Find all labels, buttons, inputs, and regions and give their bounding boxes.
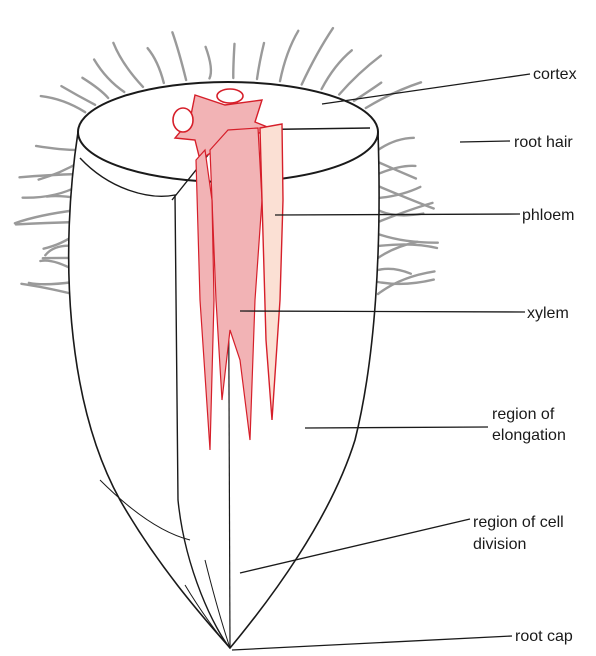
- root-hair-strand: [16, 222, 77, 224]
- phloem-ring-left: [173, 108, 193, 132]
- label-cortex: cortex: [533, 66, 577, 83]
- root-hair-strand: [378, 269, 411, 274]
- label-cell-division-2: division: [473, 536, 526, 553]
- root-hair-strand: [378, 234, 438, 243]
- root-hair-strand: [206, 47, 211, 79]
- root-hair-strand: [233, 44, 234, 78]
- label-root-cap: root cap: [515, 628, 573, 645]
- phloem-ring-top: [217, 89, 243, 103]
- root-hair-strand: [280, 31, 298, 81]
- root-hair-strand: [113, 43, 143, 87]
- root-hair-strand: [378, 280, 434, 284]
- root-hair-strand: [378, 162, 416, 179]
- root-hair-strand: [339, 56, 381, 95]
- root-hair-strand: [172, 32, 186, 80]
- label-elongation-2: elongation: [492, 427, 566, 444]
- label-xylem: xylem: [527, 305, 569, 322]
- root-hair-strand: [41, 96, 85, 112]
- label-elongation-1: region of: [492, 406, 555, 423]
- root-hair-strand: [29, 282, 74, 284]
- root-hair-strand: [36, 146, 80, 150]
- root-hair-strand: [82, 78, 108, 98]
- root-hair-strand: [257, 43, 264, 79]
- label-cell-division-1: region of cell: [473, 514, 564, 531]
- label-phloem: phloem: [522, 207, 574, 224]
- leader-root-hair: [460, 141, 510, 142]
- root-hair-strand: [148, 48, 164, 83]
- root-hair-strand: [94, 60, 124, 93]
- root-hair-strand: [322, 50, 352, 89]
- leader-root-cap: [232, 636, 512, 650]
- label-root-hair: root hair: [514, 134, 573, 151]
- root-hair-strand: [378, 138, 414, 150]
